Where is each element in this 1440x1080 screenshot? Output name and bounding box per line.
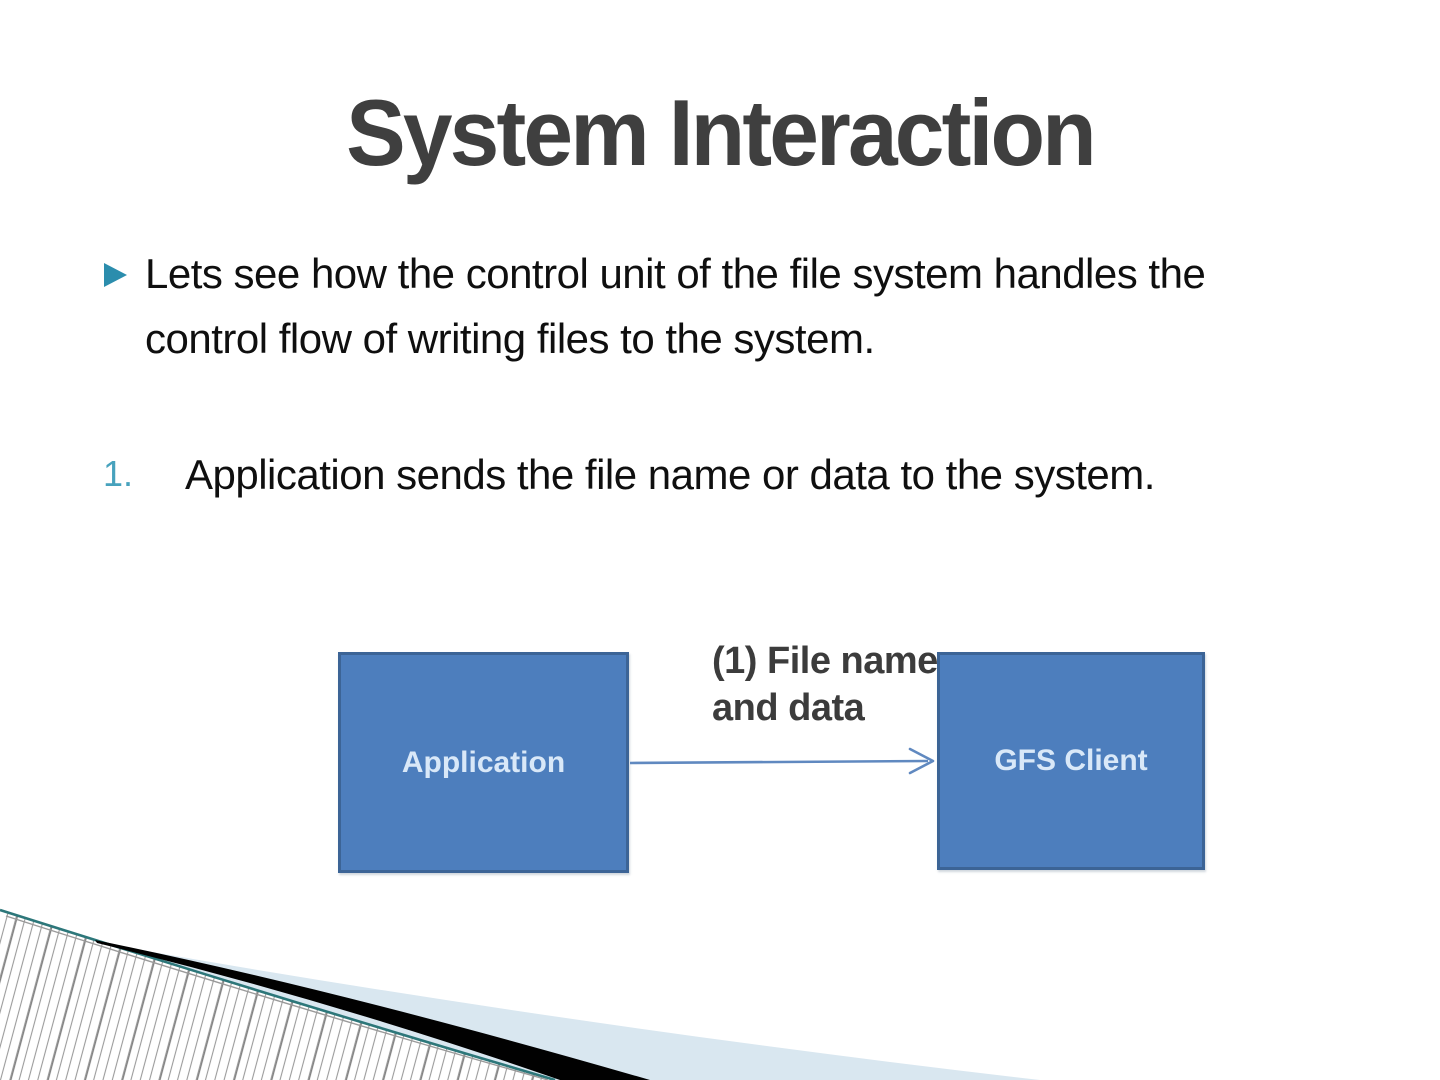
bullet-triangle-icon: [104, 263, 127, 287]
list-number: 1.: [103, 453, 134, 494]
gfs-client-box-label: GFS Client: [994, 744, 1148, 777]
gfs-client-box: GFS Client: [937, 652, 1205, 870]
arrow-label-line1: (1) File name: [712, 640, 938, 682]
footer-black-band: [95, 940, 650, 1080]
footer-lightblue-band: [0, 925, 1040, 1080]
footer-hatch-area: [0, 910, 555, 1080]
arrow-label-line2: and data: [712, 687, 865, 729]
bullet-paragraph: Lets see how the control unit of the fil…: [145, 250, 1206, 362]
arrow-label: (1) File name and data: [712, 638, 938, 732]
footer-teal-edge: [0, 908, 556, 1080]
application-box: Application: [338, 652, 629, 873]
numbered-paragraph: Application sends the file name or data …: [185, 451, 1155, 498]
slide-title: System Interaction: [346, 80, 1097, 185]
application-box-label: Application: [401, 745, 566, 779]
